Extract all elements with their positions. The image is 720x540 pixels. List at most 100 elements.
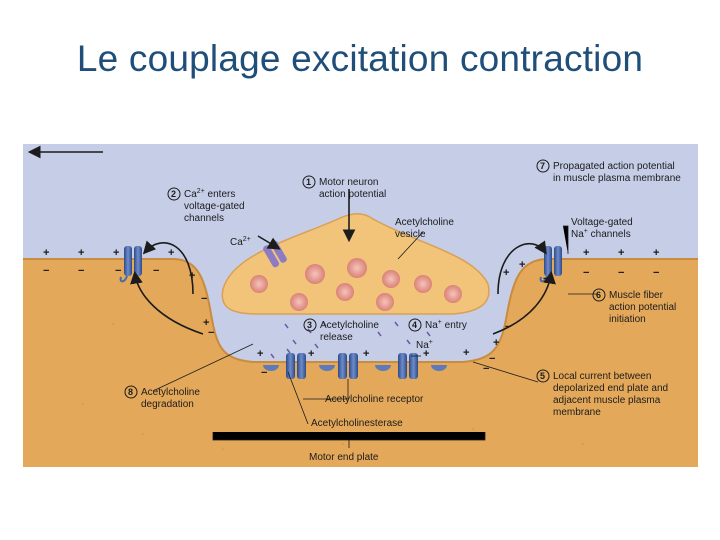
svg-text:−: −: [483, 363, 489, 375]
vesicle: [444, 285, 462, 303]
svg-text:Ca2+ enters: Ca2+ enters: [184, 188, 235, 200]
svg-text:action potential: action potential: [319, 189, 386, 200]
right-loop-bottom: [492, 270, 556, 335]
svg-text:2: 2: [171, 189, 176, 199]
svg-text:+: +: [308, 348, 314, 360]
svg-text:+: +: [503, 267, 509, 279]
muscle-texture: [81, 322, 645, 451]
label-ach-receptor: Acetylcholine receptor: [325, 394, 424, 405]
step-marker-1: 1: [302, 175, 316, 189]
svg-text:−: −: [78, 265, 84, 277]
svg-text:+: +: [423, 348, 429, 360]
svg-text:3: 3: [307, 320, 312, 330]
slide-title: Le couplage excitation contraction: [76, 38, 644, 79]
svg-text:voltage-gated: voltage-gated: [184, 201, 245, 212]
vesicle: [347, 258, 367, 278]
svg-text:+: +: [257, 348, 263, 360]
svg-text:degradation: degradation: [141, 399, 194, 410]
step-marker-6: 6: [592, 288, 606, 302]
vesicle: [414, 275, 432, 293]
svg-text:4: 4: [412, 320, 417, 330]
svg-text:+: +: [583, 247, 589, 259]
svg-text:depolarized end plate and: depolarized end plate and: [553, 383, 668, 394]
excitation-contraction-diagram: ++ ++ −− −− +− +− ++ ++ ++ −− ++ ++ + −−…: [23, 144, 698, 467]
step-marker-3: 3: [303, 318, 317, 332]
label-step1: Motor neuron action potential: [319, 177, 386, 200]
svg-text:+: +: [463, 347, 469, 359]
svg-text:1: 1: [306, 177, 311, 187]
label-ach-vesicle: Acetylcholine vesicle: [395, 217, 454, 240]
label-vg-na-channels: Voltage-gated Na+ channels: [571, 217, 633, 240]
svg-text:Acetylcholine: Acetylcholine: [320, 320, 379, 331]
svg-text:Na+ channels: Na+ channels: [571, 228, 631, 240]
svg-text:release: release: [320, 332, 353, 343]
ca-entry-arrow: [257, 235, 281, 250]
svg-text:−: −: [153, 265, 159, 277]
step-marker-5: 5: [536, 369, 550, 383]
svg-text:Na+ entry: Na+ entry: [425, 319, 467, 331]
vesicle: [290, 293, 308, 311]
svg-text:initiation: initiation: [609, 314, 646, 325]
svg-text:8: 8: [128, 387, 133, 397]
svg-text:action potential: action potential: [609, 302, 676, 313]
svg-text:+: +: [618, 247, 624, 259]
vesicle: [250, 275, 268, 293]
svg-text:5: 5: [540, 371, 545, 381]
svg-text:−: −: [43, 265, 49, 277]
vesicle: [336, 283, 354, 301]
svg-text:channels: channels: [184, 213, 224, 224]
label-step4: Na+ entry: [425, 319, 467, 331]
label-step6: Muscle fiber action potential initiation: [609, 290, 676, 325]
svg-text:−: −: [208, 327, 214, 339]
label-step5: Local current between depolarized end pl…: [553, 371, 668, 418]
svg-text:+: +: [43, 247, 49, 259]
step-marker-2: 2: [167, 187, 181, 201]
svg-text:Muscle fiber: Muscle fiber: [609, 290, 664, 301]
svg-text:−: −: [618, 267, 624, 279]
acetylcholinesterase-bumps: [263, 365, 447, 371]
left-loop-top: [142, 240, 194, 295]
svg-text:−: −: [653, 267, 659, 279]
svg-text:+: +: [203, 317, 209, 329]
label-ache: Acetylcholinesterase: [311, 418, 403, 429]
svg-text:+: +: [493, 337, 499, 349]
svg-text:6: 6: [596, 290, 601, 300]
svg-text:−: −: [583, 267, 589, 279]
svg-text:−: −: [261, 367, 267, 379]
arrows: [27, 145, 556, 335]
svg-text:adjacent muscle plasma: adjacent muscle plasma: [553, 395, 661, 406]
svg-text:+: +: [113, 247, 119, 259]
vesicle: [305, 264, 325, 284]
left-na-channel: [119, 246, 142, 283]
svg-text:membrane: membrane: [553, 407, 601, 418]
step-marker-4: 4: [408, 318, 422, 332]
leader-lines: [152, 225, 598, 448]
left-loop-bottom: [130, 270, 204, 335]
svg-text:Local current between: Local current between: [553, 371, 651, 382]
label-ca-ion: Ca2+: [230, 236, 251, 248]
svg-text:in muscle plasma membrane: in muscle plasma membrane: [553, 173, 681, 184]
svg-text:−: −: [115, 265, 121, 277]
step-marker-7: 7: [536, 159, 550, 173]
svg-text:Motor neuron: Motor neuron: [319, 177, 378, 188]
ach-molecules: [270, 321, 431, 359]
svg-text:+: +: [78, 247, 84, 259]
label-na-ion: Na+: [416, 339, 433, 351]
svg-text:Propagated action potential: Propagated action potential: [553, 161, 675, 172]
svg-text:−: −: [489, 353, 495, 365]
label-step8: Acetylcholine degradation: [141, 387, 200, 410]
svg-text:vesicle: vesicle: [395, 229, 426, 240]
label-step3: Acetylcholine release: [320, 320, 379, 343]
vesicle: [376, 293, 394, 311]
vesicle: [382, 270, 400, 288]
svg-text:Acetylcholine: Acetylcholine: [141, 387, 200, 398]
step-markers: 1 2 3 4 5 6 7 8: [124, 159, 606, 399]
label-step7: Propagated action potential in muscle pl…: [553, 161, 681, 184]
svg-text:+: +: [653, 247, 659, 259]
svg-text:−: −: [201, 293, 207, 305]
ach-receptors: [286, 353, 418, 379]
svg-text:Acetylcholine: Acetylcholine: [395, 217, 454, 228]
label-step2: Ca2+ enters voltage-gated channels: [184, 188, 245, 224]
right-loop-top: [497, 240, 547, 295]
step-marker-8: 8: [124, 385, 138, 399]
